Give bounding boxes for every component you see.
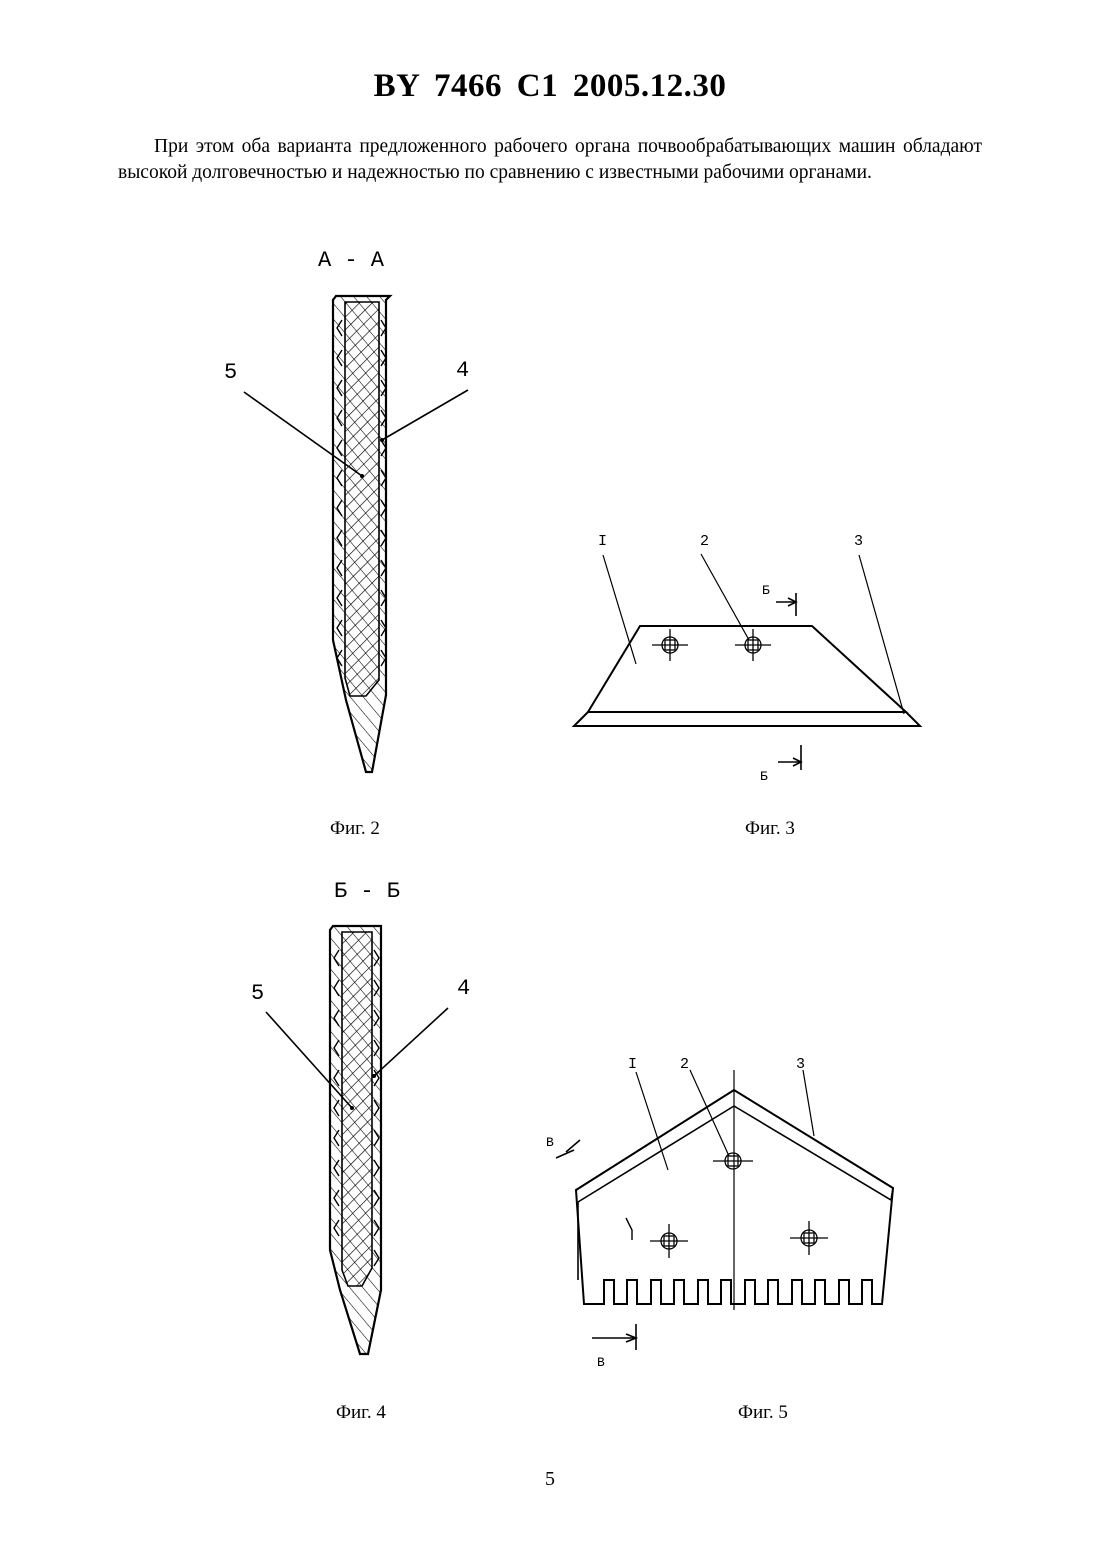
fig3-section-mark-top [776, 593, 796, 616]
fig5-label-3: 3 [796, 1056, 805, 1073]
fig4-core-insert [342, 932, 372, 1286]
fig3-bolt-hole-1 [652, 629, 688, 661]
fig2-label-4: 4 [456, 358, 469, 383]
fig3-label-1: I [598, 533, 607, 550]
fig5-label-2: 2 [680, 1056, 689, 1073]
fig5-cut-label-top: В [546, 1135, 554, 1150]
fig2-section-title: А - А [318, 248, 385, 273]
fig3-bolt-hole-2 [735, 629, 771, 661]
fig2-label-5: 5 [224, 360, 237, 385]
figure-3-blade-view [574, 554, 920, 770]
figure-4-section-b-b: Б - Б 5 4 [251, 879, 470, 1354]
fig5-bolt-hole-right [790, 1221, 828, 1255]
fig4-leader-dot-4 [372, 1074, 376, 1078]
fig4-section-title: Б - Б [334, 879, 400, 904]
fig5-leader-3 [803, 1070, 814, 1136]
fig5-bolt-hole-top [713, 1153, 753, 1169]
fig4-leader-4 [374, 1008, 448, 1076]
fig5-section-mark-bottom [592, 1324, 636, 1350]
fig2-core-insert [345, 302, 379, 696]
fig3-leader-1 [603, 555, 636, 664]
fig5-cut-label-bottom: В [597, 1355, 605, 1370]
fig4-label-4: 4 [457, 976, 470, 1001]
fig5-section-mark-top [556, 1140, 580, 1158]
fig2-leader-4 [382, 390, 468, 440]
page-number: 5 [0, 1468, 1100, 1491]
fig2-caption: Фиг. 2 [330, 818, 380, 840]
fig3-cutting-edge-strip [574, 712, 920, 726]
fig5-label-1: I [628, 1056, 637, 1073]
fig3-label-2: 2 [700, 533, 709, 550]
fig2-leader-dot-5 [360, 474, 364, 478]
figure-2-section-a-a: А - А 5 4 [224, 248, 469, 772]
fig4-caption: Фиг. 4 [336, 1402, 386, 1424]
fig4-label-5: 5 [251, 981, 264, 1006]
fig2-leader-dot-4 [380, 438, 384, 442]
fig3-cut-label-bottom: Б [760, 769, 768, 784]
fig4-leader-dot-5 [350, 1106, 354, 1110]
fig5-caption: Фиг. 5 [738, 1402, 788, 1424]
fig3-section-mark-bottom [778, 745, 801, 770]
fig5-bolt-hole-left [650, 1224, 688, 1258]
fig3-label-3: 3 [854, 533, 863, 550]
fig3-cut-label-top: Б [762, 583, 770, 598]
fig3-leader-2 [701, 554, 749, 640]
fig3-caption: Фиг. 3 [745, 818, 795, 840]
fig5-leader-1 [636, 1072, 668, 1170]
figure-5-blade-view [556, 1070, 893, 1350]
fig5-small-mark [626, 1218, 632, 1240]
